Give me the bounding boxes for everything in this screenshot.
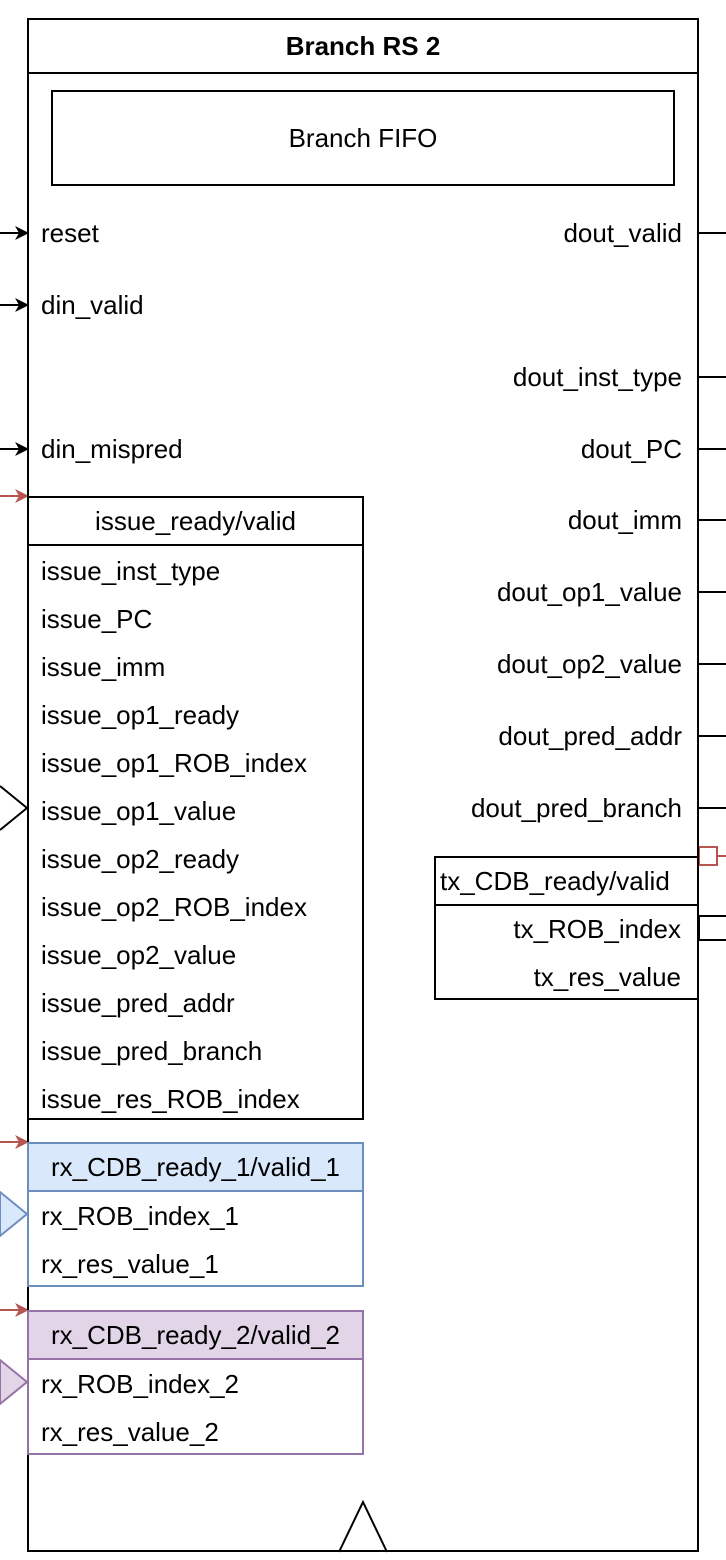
issue-field: issue_imm (41, 652, 166, 682)
dout-op1-value-label: dout_op1_value (496, 577, 682, 607)
dout-inst-type-label: dout_inst_type (512, 362, 682, 392)
reset-label: reset (41, 218, 99, 248)
rx2-field: rx_ROB_index_2 (41, 1369, 239, 1399)
issue-field: issue_op2_ROB_index (41, 892, 307, 922)
dout-imm-label: dout_imm (567, 505, 682, 535)
issue-field: issue_op1_ready (41, 700, 240, 730)
clock-triangle (338, 1499, 388, 1553)
din-valid-label: din_valid (41, 290, 144, 320)
tx-field: tx_ROB_index (513, 914, 681, 944)
issue-field: issue_PC (41, 604, 153, 634)
rx-cdb-2-interface-box: rx_CDB_ready_2/valid_2 rx_ROB_index_2 rx… (27, 1310, 364, 1455)
rx-cdb-1-interface-header: rx_CDB_ready_1/valid_1 (29, 1144, 362, 1192)
dout-op2-value-label: dout_op2_value (496, 649, 682, 679)
tx-cdb-interface-header: tx_CDB_ready/valid (436, 858, 697, 906)
rx2-bus-chevron (0, 1358, 29, 1406)
fifo-label: Branch FIFO (288, 123, 438, 153)
tx-bus-port (698, 915, 726, 941)
issue-field: issue_pred_branch (41, 1036, 263, 1066)
issue-field: issue_op2_value (41, 940, 237, 970)
rx-cdb-2-interface-header: rx_CDB_ready_2/valid_2 (29, 1312, 362, 1360)
issue-field: issue_op1_value (41, 796, 237, 826)
rx-cdb-1-interface-box: rx_CDB_ready_1/valid_1 rx_ROB_index_1 rx… (27, 1142, 364, 1287)
issue-field: issue_op1_ROB_index (41, 748, 307, 778)
block-title: Branch RS 2 (285, 31, 441, 61)
rx1-field: rx_res_value_1 (41, 1249, 219, 1279)
issue-interface-header: issue_ready/valid (29, 498, 362, 546)
branch-fifo-box: Branch FIFO (51, 90, 675, 186)
rx1-bus-chevron (0, 1190, 29, 1238)
tx-handshake-port (698, 846, 718, 866)
dout-pred-addr-label: dout_pred_addr (498, 721, 682, 751)
din-mispred-label: din_mispred (41, 434, 183, 464)
rx2-field: rx_res_value_2 (41, 1417, 219, 1447)
dout-pc-label: dout_PC (580, 434, 682, 464)
issue-field: issue_res_ROB_index (41, 1084, 300, 1114)
issue-interface-box: issue_ready/valid issue_inst_type issue_… (27, 496, 364, 1120)
dout-valid-label: dout_valid (563, 218, 682, 248)
issue-bus-chevron (0, 785, 29, 831)
tx-field: tx_res_value (533, 962, 681, 992)
rx1-field: rx_ROB_index_1 (41, 1201, 239, 1231)
block-title-bar: Branch RS 2 (27, 18, 699, 74)
tx-cdb-interface-box: tx_CDB_ready/valid tx_ROB_index tx_res_v… (434, 856, 699, 1000)
dout-pred-branch-label: dout_pred_branch (470, 793, 682, 823)
issue-field: issue_op2_ready (41, 844, 240, 874)
issue-field: issue_pred_addr (41, 988, 235, 1018)
issue-field: issue_inst_type (41, 556, 221, 586)
